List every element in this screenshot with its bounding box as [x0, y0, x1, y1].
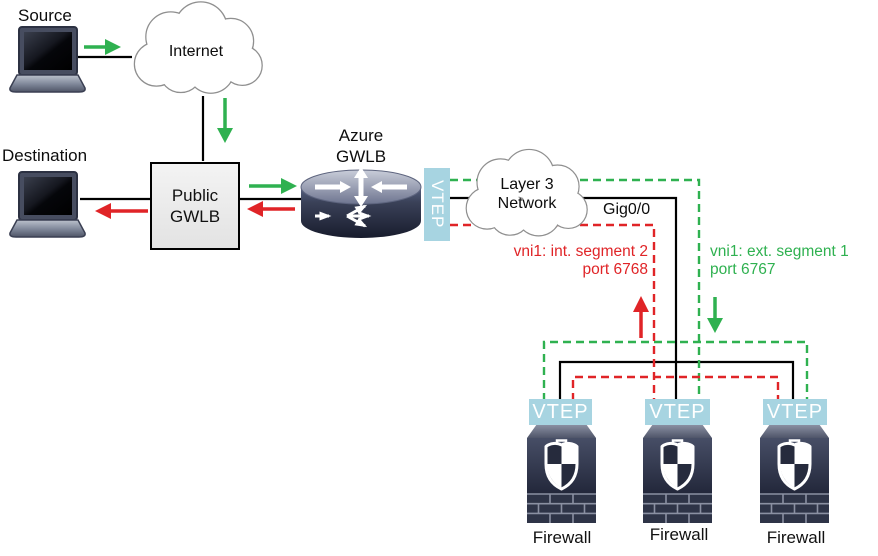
vni-external-line2: port 6767 [710, 260, 776, 278]
firewall-label-3: Firewall [766, 528, 826, 547]
firewall-label-2: Firewall [649, 525, 709, 544]
load-balance-fan-glyph [315, 204, 372, 228]
layer3-network-label: Layer 3 Network [497, 176, 557, 213]
vtep-badge-firewall-2: VTEP [645, 399, 710, 425]
firewall-icon-1 [525, 422, 598, 525]
vtep-badge-gwlb: VTEP [424, 168, 450, 241]
path-int-segment-red-bus [571, 375, 780, 401]
vni-internal-line1: vni1: int. segment 2 [513, 243, 648, 260]
firewall-icon-2 [641, 422, 714, 525]
public-gwlb-node: Public GWLB [150, 162, 240, 250]
path-ext-segment-green-bus [542, 340, 809, 401]
firewall-icon-3 [758, 422, 831, 525]
vni-external-annotation: vni1: ext. segment 1 port 6767 [710, 243, 878, 279]
vni-internal-line2: port 6768 [582, 260, 649, 278]
internet-label: Internet [168, 43, 224, 60]
azure-gwlb-loadbalancer-icon [300, 167, 422, 238]
source-laptop-icon [8, 26, 87, 93]
destination-laptop-icon [8, 171, 87, 238]
public-gwlb-label: Public GWLB [169, 185, 221, 226]
link-underlay-bus [558, 360, 795, 401]
gig0-0-interface-label: Gig0/0 [603, 201, 651, 218]
bidirectional-arrows-glyph [315, 167, 407, 207]
source-label: Source [18, 6, 72, 25]
destination-label: Destination [2, 146, 88, 165]
vni-external-line1: vni1: ext. segment 1 [710, 243, 849, 260]
flow-arrows [84, 39, 723, 338]
vtep-badge-firewall-3: VTEP [763, 399, 827, 425]
firewall-label-1: Firewall [532, 528, 592, 547]
vni-internal-annotation: vni1: int. segment 2 port 6768 [450, 243, 648, 279]
azure-gwlb-label: Azure GWLB [335, 126, 387, 167]
vtep-badge-firewall-1: VTEP [529, 399, 592, 425]
